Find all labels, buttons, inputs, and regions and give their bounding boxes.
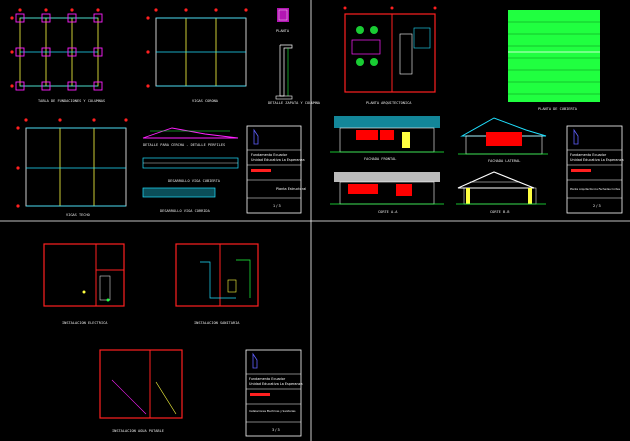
title-block-3: Fundamento Ecuador Unidad Educativa La E… bbox=[245, 349, 303, 437]
electrical-plan: INSTALACION ELECTRICA bbox=[43, 243, 125, 325]
roof-plan-label: PLANTA DE CUBIERTA bbox=[538, 107, 578, 111]
title-block-1: Fundamento Ecuador Unidad Educativa La E… bbox=[246, 125, 306, 214]
detail-label: DETALLE ZAPATA Y COLUMNA bbox=[268, 101, 321, 105]
foundations-plan: TABLA DE FUNDACIONES Y COLUMNAS bbox=[10, 8, 105, 103]
title-block-2: Fundamento Ecuador Unidad Educativa La E… bbox=[566, 125, 624, 214]
tb3-sheet-num: 3 / 3 bbox=[272, 428, 280, 432]
tb2-project: Unidad Educativa La Esperanza bbox=[570, 158, 624, 162]
strip-label: DESARROLLO VIGA CORRIDA bbox=[160, 209, 211, 213]
front-elevation: FACHADA FRONTAL bbox=[330, 116, 444, 161]
section-b: CORTE B-B bbox=[456, 171, 546, 214]
beams-plan-label: VIGAS CORONA bbox=[192, 99, 219, 103]
floor-plan: PLANTA ARQUITECTONICA bbox=[343, 6, 437, 105]
section-a: CORTE A-A bbox=[330, 172, 444, 214]
section-b-label: CORTE B-B bbox=[490, 210, 509, 214]
tb1-sheet-num: 1 / 3 bbox=[273, 204, 281, 208]
foundations-plan-label: TABLA DE FUNDACIONES Y COLUMNAS bbox=[38, 99, 105, 103]
profile-label: DETALLE PARA CERCHA - DETALLE PERFILES bbox=[143, 143, 225, 147]
tb2-sheet-num: 2 / 3 bbox=[593, 204, 601, 208]
beam-detail-label: DESARROLLO VIGA CUBIERTA bbox=[168, 179, 221, 183]
tb2-company: Fundamento Ecuador bbox=[570, 153, 607, 157]
tb1-project: Unidad Educativa La Esperanza bbox=[251, 158, 305, 162]
column-detail: PLANTA DETALLE ZAPATA Y COLUMNA bbox=[268, 8, 321, 105]
water-plan: INSTALACION AGUA POTABLE bbox=[99, 349, 183, 433]
tb3-sheet-title: Instalaciones Electricas y Sanitarias bbox=[249, 409, 296, 413]
truss-profile-detail: DETALLE PARA CERCHA - DETALLE PERFILES D… bbox=[142, 127, 239, 213]
tb2-sheet-title: Planta Arquitectonica Fachadas Cortes bbox=[570, 187, 621, 191]
side-elev-label: FACHADA LATERAL bbox=[488, 159, 520, 163]
plumbing-plan: INSTALACION SANITARIA bbox=[175, 243, 259, 325]
roof-beams-plan: VIGAS TECHO bbox=[16, 118, 128, 217]
water-label: INSTALACION AGUA POTABLE bbox=[112, 429, 164, 433]
rear-elev-label: CORTE A-A bbox=[378, 210, 398, 214]
roof-plan: PLANTA DE CUBIERTA bbox=[508, 10, 600, 111]
tb1-company: Fundamento Ecuador bbox=[251, 153, 288, 157]
side-elevation: FACHADA LATERAL bbox=[458, 117, 548, 163]
detail-title: PLANTA bbox=[276, 29, 290, 33]
floor-plan-label: PLANTA ARQUITECTONICA bbox=[366, 101, 412, 105]
tb3-project: Unidad Educativa La Esperanza bbox=[249, 382, 303, 386]
front-elev-label: FACHADA FRONTAL bbox=[364, 157, 396, 161]
tb1-sheet-title: Planta Estructural bbox=[276, 187, 306, 191]
beams-plan: VIGAS CORONA bbox=[146, 8, 248, 103]
electrical-label: INSTALACION ELECTRICA bbox=[62, 321, 108, 325]
plumbing-label: INSTALACION SANITARIA bbox=[194, 321, 240, 325]
tb3-company: Fundamento Ecuador bbox=[249, 377, 286, 381]
roof-beams-plan-label: VIGAS TECHO bbox=[66, 213, 90, 217]
